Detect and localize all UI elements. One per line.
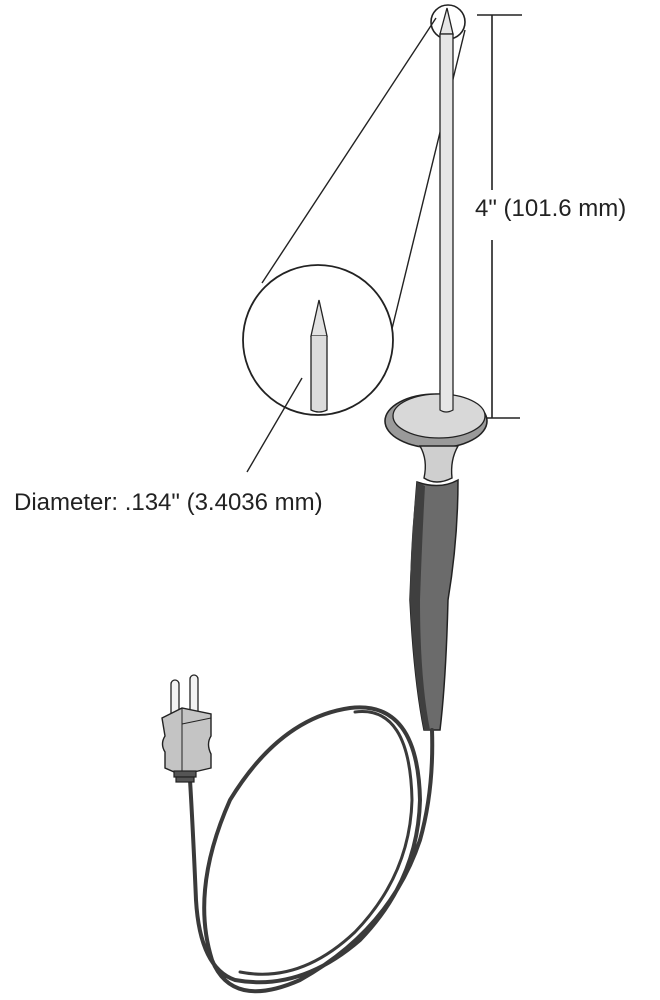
handle-collar (418, 445, 460, 483)
hand-guard (384, 390, 488, 449)
probe-shaft (439, 7, 454, 411)
connector (161, 674, 212, 783)
cable (186, 705, 435, 994)
detail-magnifier (242, 264, 394, 416)
diameter-leader-line (246, 377, 303, 473)
handle (409, 478, 459, 731)
diameter-label: Diameter: .134" (3.4036 mm) (14, 489, 323, 516)
length-label: 4" (101.6 mm) (475, 195, 627, 222)
